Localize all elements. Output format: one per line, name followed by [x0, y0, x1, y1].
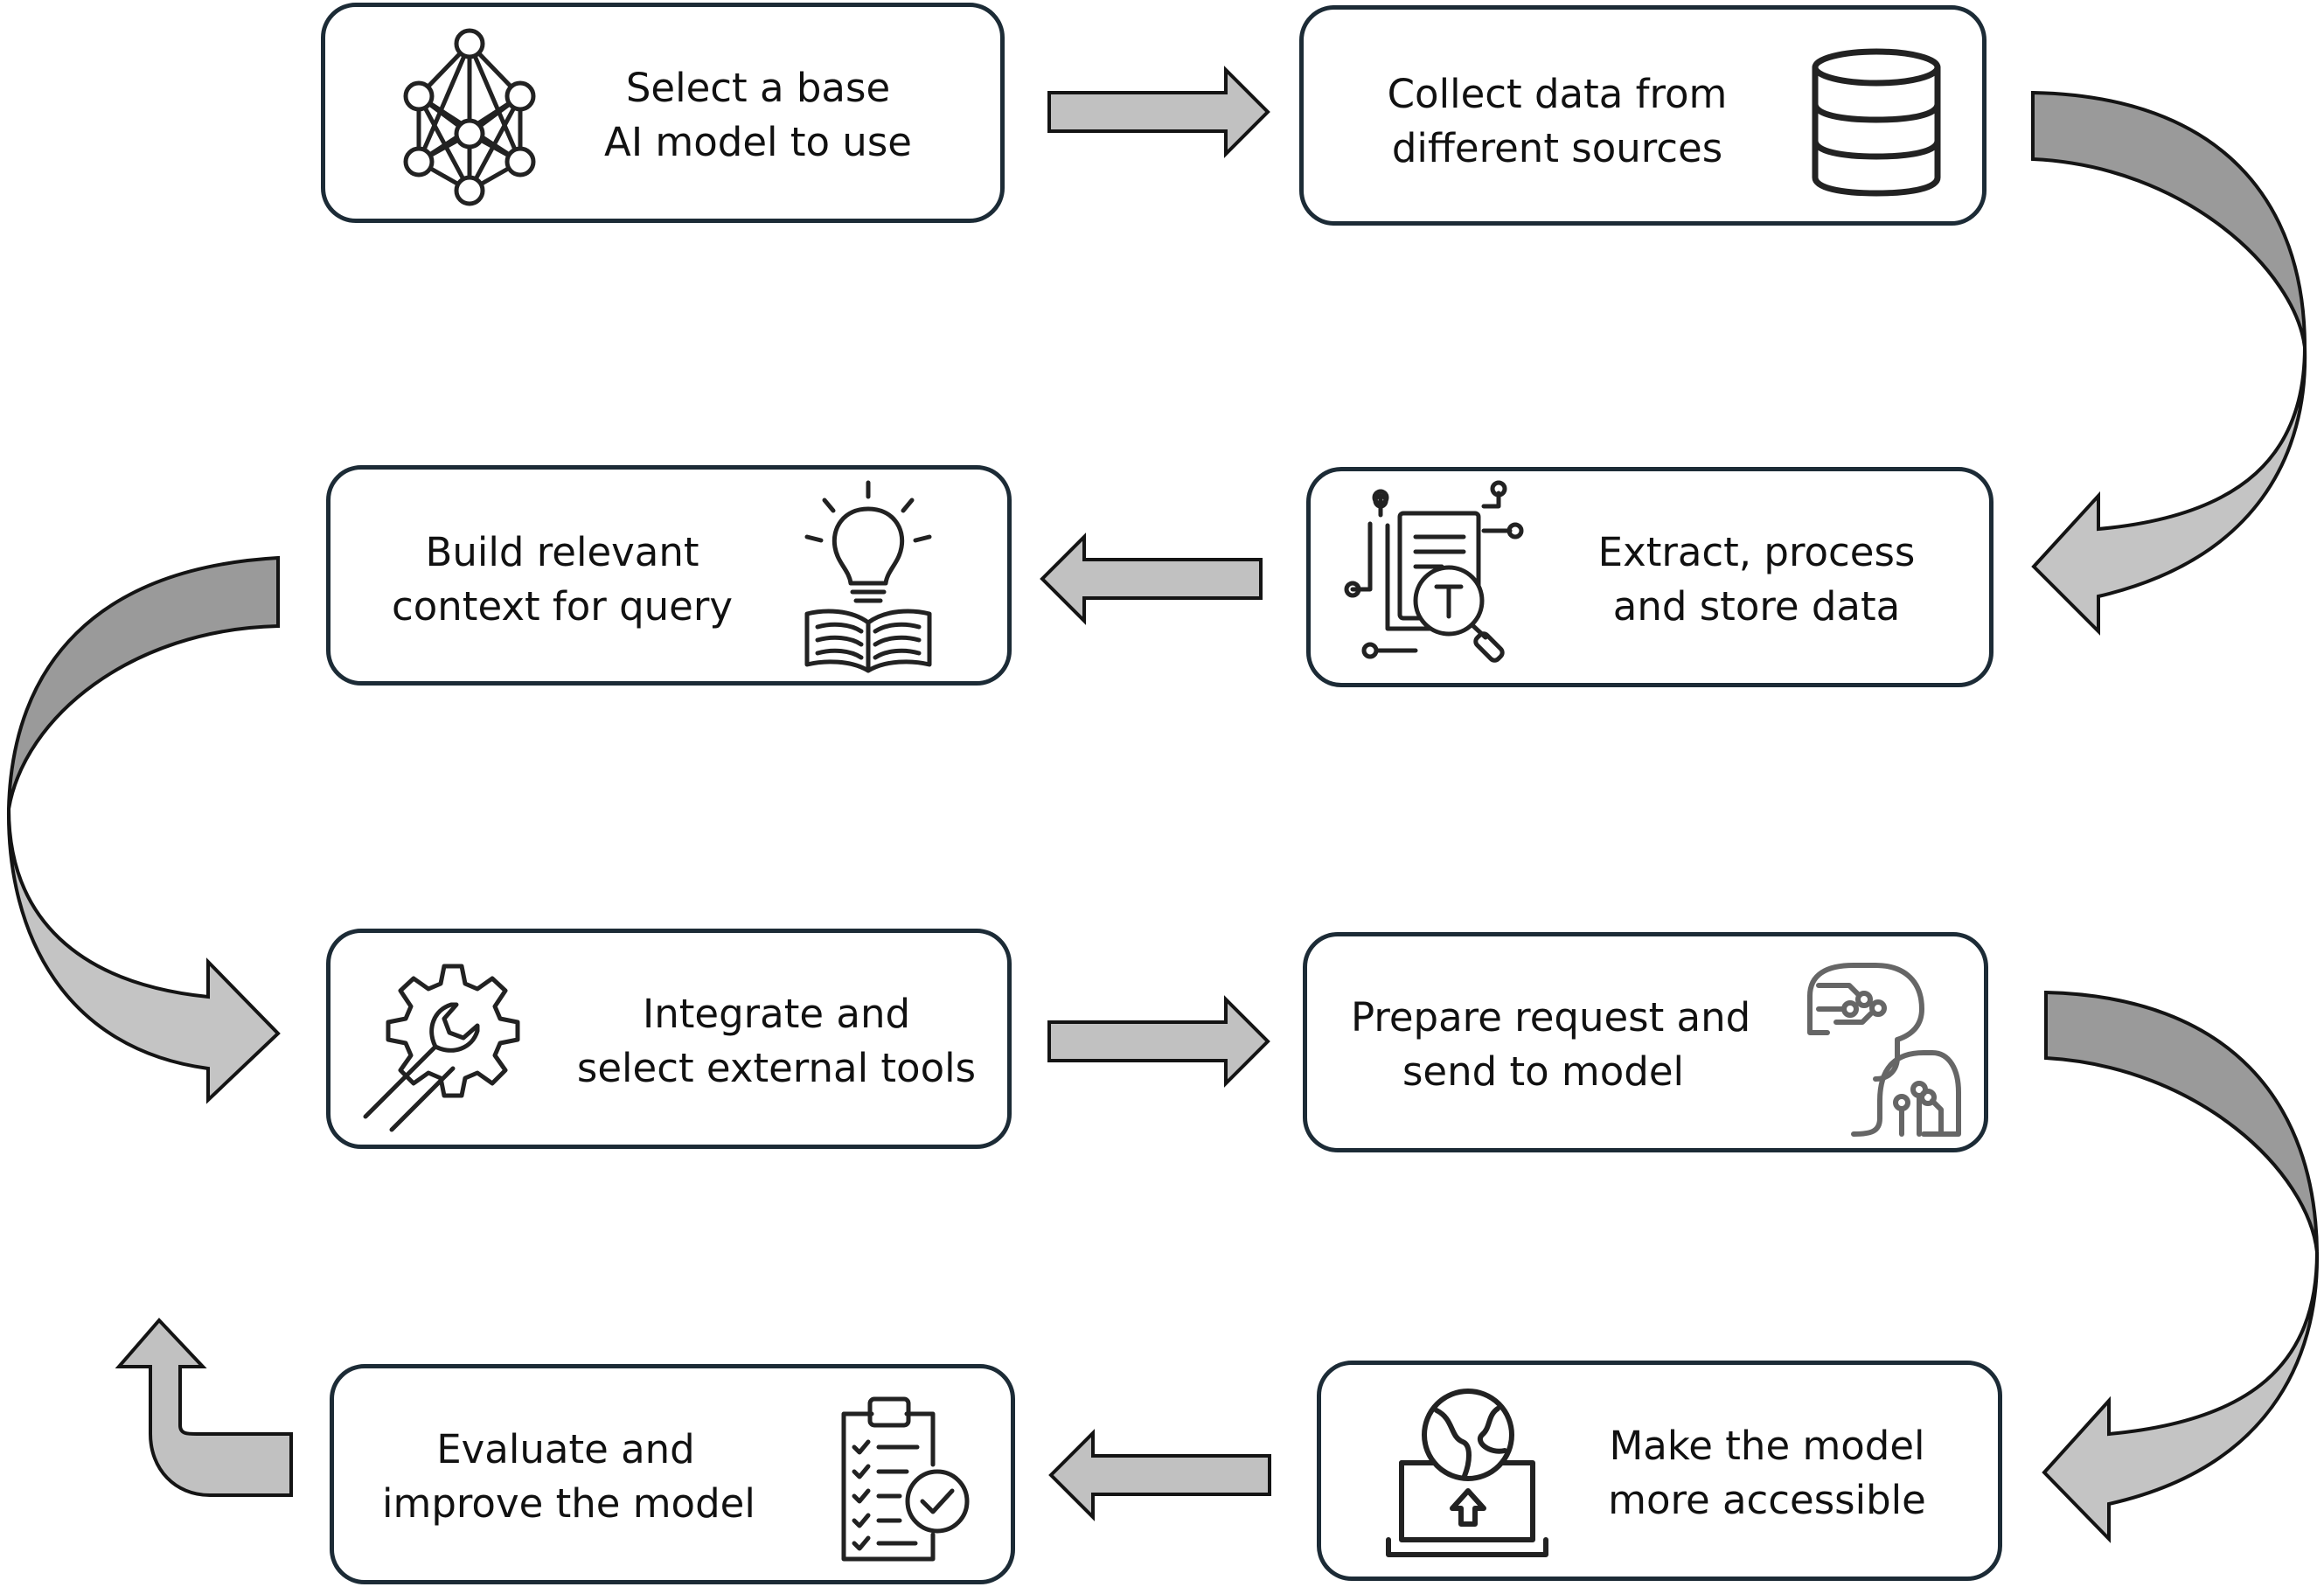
step-label: Evaluate and improve the model — [382, 1423, 755, 1531]
step-label-line2: send to model — [1402, 1048, 1685, 1095]
step-label-line1: Prepare request and — [1351, 994, 1751, 1041]
step-label: Build relevant context for query — [387, 526, 737, 634]
return-arrow-step8 — [115, 1318, 293, 1497]
step-label-line1: Evaluate and — [436, 1426, 695, 1472]
step-label: Integrate and select external tools — [567, 987, 986, 1096]
neural-network-icon — [400, 24, 539, 206]
step-build-context: Build relevant context for query — [326, 465, 1012, 686]
step-label: Prepare request and send to model — [1351, 991, 1751, 1099]
arrow-step5-to-step6 — [1047, 995, 1270, 1088]
step-label: Extract, process and store data — [1573, 526, 1940, 634]
step-label-line2: different sources — [1391, 125, 1723, 171]
step-label-line1: Extract, process — [1597, 529, 1916, 575]
step-label-line2: more accessible — [1608, 1477, 1926, 1523]
step-label: Collect data from different sources — [1374, 67, 1741, 176]
step-make-accessible: Make the model more accessible — [1317, 1361, 2002, 1581]
document-search-icon — [1344, 480, 1525, 672]
circuit-heads-icon — [1801, 961, 1963, 1137]
curved-arrow-step6-to-step7 — [2042, 990, 2320, 1543]
step-collect-data: Collect data from different sources — [1299, 5, 1987, 226]
step-label: Make the model more accessible — [1583, 1419, 1951, 1528]
step-prepare-request: Prepare request and send to model — [1303, 932, 1988, 1152]
step-label-line2: AI model to use — [604, 119, 912, 165]
step-label-line2: improve the model — [382, 1480, 755, 1527]
arrow-step7-to-step8 — [1048, 1429, 1271, 1521]
arrow-step1-to-step2 — [1047, 66, 1270, 158]
step-integrate-tools: Integrate and select external tools — [326, 929, 1012, 1149]
database-icon — [1811, 48, 1942, 197]
curved-arrow-step4-to-step5 — [6, 555, 281, 1104]
step-label-line2: select external tools — [576, 1045, 977, 1091]
step-label-line1: Select a base — [625, 65, 891, 111]
curved-arrow-step2-to-step3 — [2031, 90, 2307, 636]
step-label: Select a base AI model to use — [588, 61, 929, 170]
gear-wrench-icon — [363, 959, 540, 1132]
step-label-line1: Integrate and — [642, 991, 911, 1037]
laptop-globe-upload-icon — [1384, 1384, 1550, 1568]
step-label-line2: and store data — [1612, 583, 1901, 630]
step-label-line1: Collect data from — [1387, 71, 1728, 117]
step-label-line1: Build relevant — [425, 529, 699, 575]
arrow-step3-to-step4 — [1040, 532, 1263, 625]
step-select-base-model: Select a base AI model to use — [321, 3, 1005, 223]
step-label-line2: context for query — [392, 583, 733, 630]
step-evaluate-improve: Evaluate and improve the model — [330, 1364, 1015, 1584]
step-extract-process-store: Extract, process and store data — [1306, 467, 1993, 687]
lightbulb-book-icon — [798, 480, 938, 675]
step-label-line1: Make the model — [1609, 1423, 1925, 1469]
clipboard-check-icon — [837, 1395, 972, 1565]
